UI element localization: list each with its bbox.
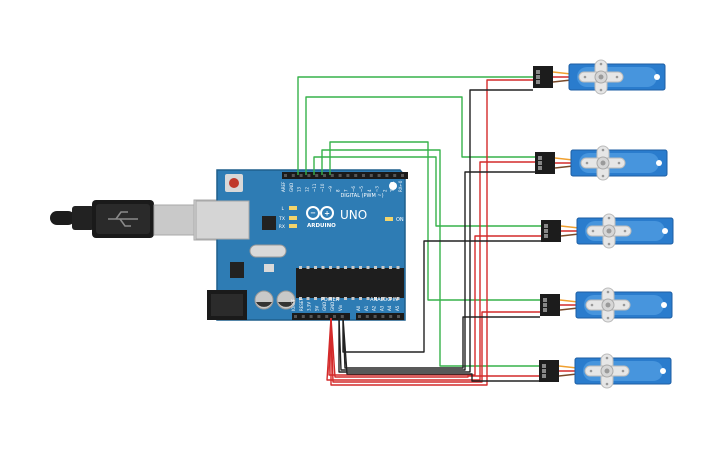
power-header [292,313,350,320]
analog-pin-label: A4 [387,305,392,311]
digital-pin-label: 2 [382,189,387,192]
analog-header [356,313,404,320]
servo-motor[interactable] [541,213,674,249]
ground-wire-servo-5 [342,317,539,382]
power-pin-label: GND [322,302,327,311]
power-pin-label: 5V [314,305,319,311]
power-pin-label: IOREF [291,298,296,311]
power-pin-label: RESET [299,298,304,311]
regulator [230,262,244,278]
power-wire-servo-5 [330,317,539,378]
analog-pin-label: A5 [395,305,400,311]
ground-wire-servo-1 [338,89,533,373]
ground-wire-servo-2 [338,171,535,371]
servo-motor[interactable] [540,287,673,323]
digital-pin-label: ~3 [375,186,380,192]
tx-label: TX [278,216,285,222]
digital-pin-label: TX→1 [390,180,395,193]
signal-wire-servo-4 [321,149,539,367]
digital-pin-label: ~5 [359,186,364,192]
rx-label: RX [279,224,285,230]
power-wire-servo-4 [330,311,540,383]
ground-wire-servo-4 [342,316,540,369]
power-wire-servo-2 [326,161,535,381]
ground-wire-servo-3 [342,240,541,353]
atmega-chip [296,268,404,298]
digital-pin-label: 13 [297,186,302,192]
model-label: UNO [340,208,367,222]
l-label: L [281,206,284,212]
analog-pin-label: A0 [356,305,361,311]
analog-label: ANALOG IN [370,297,398,303]
usb-chip [262,216,276,230]
digital-pin-label: RX←0 [398,180,403,192]
led-tx [289,216,297,220]
svg-text:+: + [324,210,330,218]
on-label: ON [396,217,404,223]
digital-pin-label: 12 [304,186,309,192]
digital-pin-label: ~11 [312,183,317,192]
digital-pin-label: 7 [343,189,348,192]
led-l [289,206,297,210]
digital-header-label: DIGITAL (PWM ~) [340,193,383,199]
power-pin-label: 3.3V [307,302,312,311]
arduino-logo [306,206,334,220]
servo-motor[interactable] [533,59,666,95]
digital-pin-label: AREF [281,181,286,192]
power-pin-label: Vin [338,304,343,311]
servo-motor[interactable] [539,353,672,389]
analog-pin-label: A3 [379,305,384,311]
digital-pin-label: 4 [367,189,372,192]
digital-header [282,172,408,179]
signal-wire-servo-3 [313,156,541,227]
power-label: POWER [321,297,340,303]
power-wire-servo-3 [328,235,541,376]
power-pin-label: GND [330,302,335,311]
digital-pin-label: GND [289,183,294,192]
usb-jack [195,200,250,240]
analog-pin-label: A1 [364,305,369,311]
digital-pin-label: ~9 [328,186,333,192]
digital-pin-label: ~10 [320,183,325,192]
analog-pin-label: A2 [372,305,377,311]
led-on [385,217,393,221]
brand-label: ARDUINO [307,223,336,229]
crystal [249,244,287,258]
svg-text:−: − [310,209,316,217]
servo-motor[interactable] [535,145,668,181]
digital-pin-label: ~6 [351,186,356,192]
led-rx [289,224,297,228]
signal-wire-servo-1 [297,76,533,175]
usb-icon [108,211,138,227]
power-wire-servo-1 [330,79,533,386]
signal-wire-servo-2 [305,96,535,175]
mounting-hole [389,182,397,190]
digital-pin-label: 8 [336,189,341,192]
